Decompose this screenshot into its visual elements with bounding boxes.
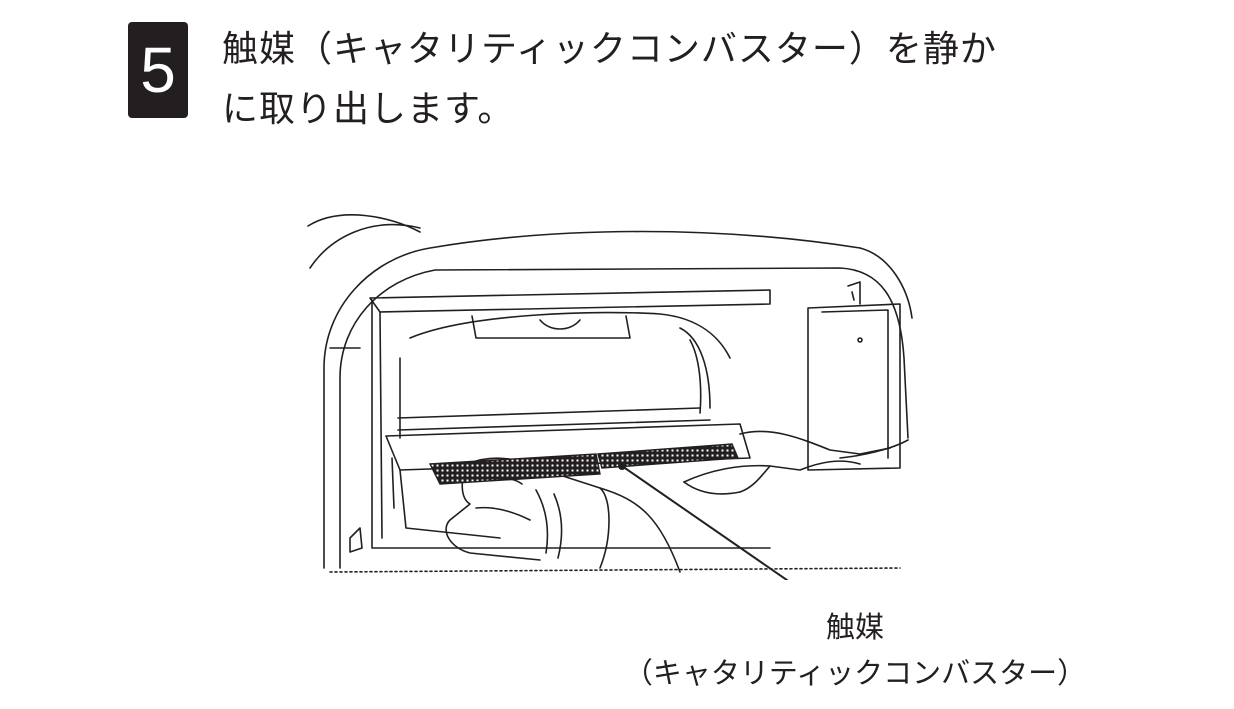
catalytic-combustor-removal-illustration [307,214,913,580]
step-number: 5 [140,34,176,106]
catalyst-callout-label: 触媒 （キャタリティックコンバスター） [600,604,1110,696]
step-instruction: 触媒（キャタリティックコンバスター）を静か に取り出します。 [222,20,1182,140]
instruction-line-2: に取り出します。 [222,89,515,130]
callout-line-2: （キャタリティックコンバスター） [623,656,1087,690]
instruction-line-1: 触媒（キャタリティックコンバスター）を静か [222,29,997,70]
callout-line-1: 触媒 [825,610,884,644]
step-number-badge: 5 [128,22,188,118]
